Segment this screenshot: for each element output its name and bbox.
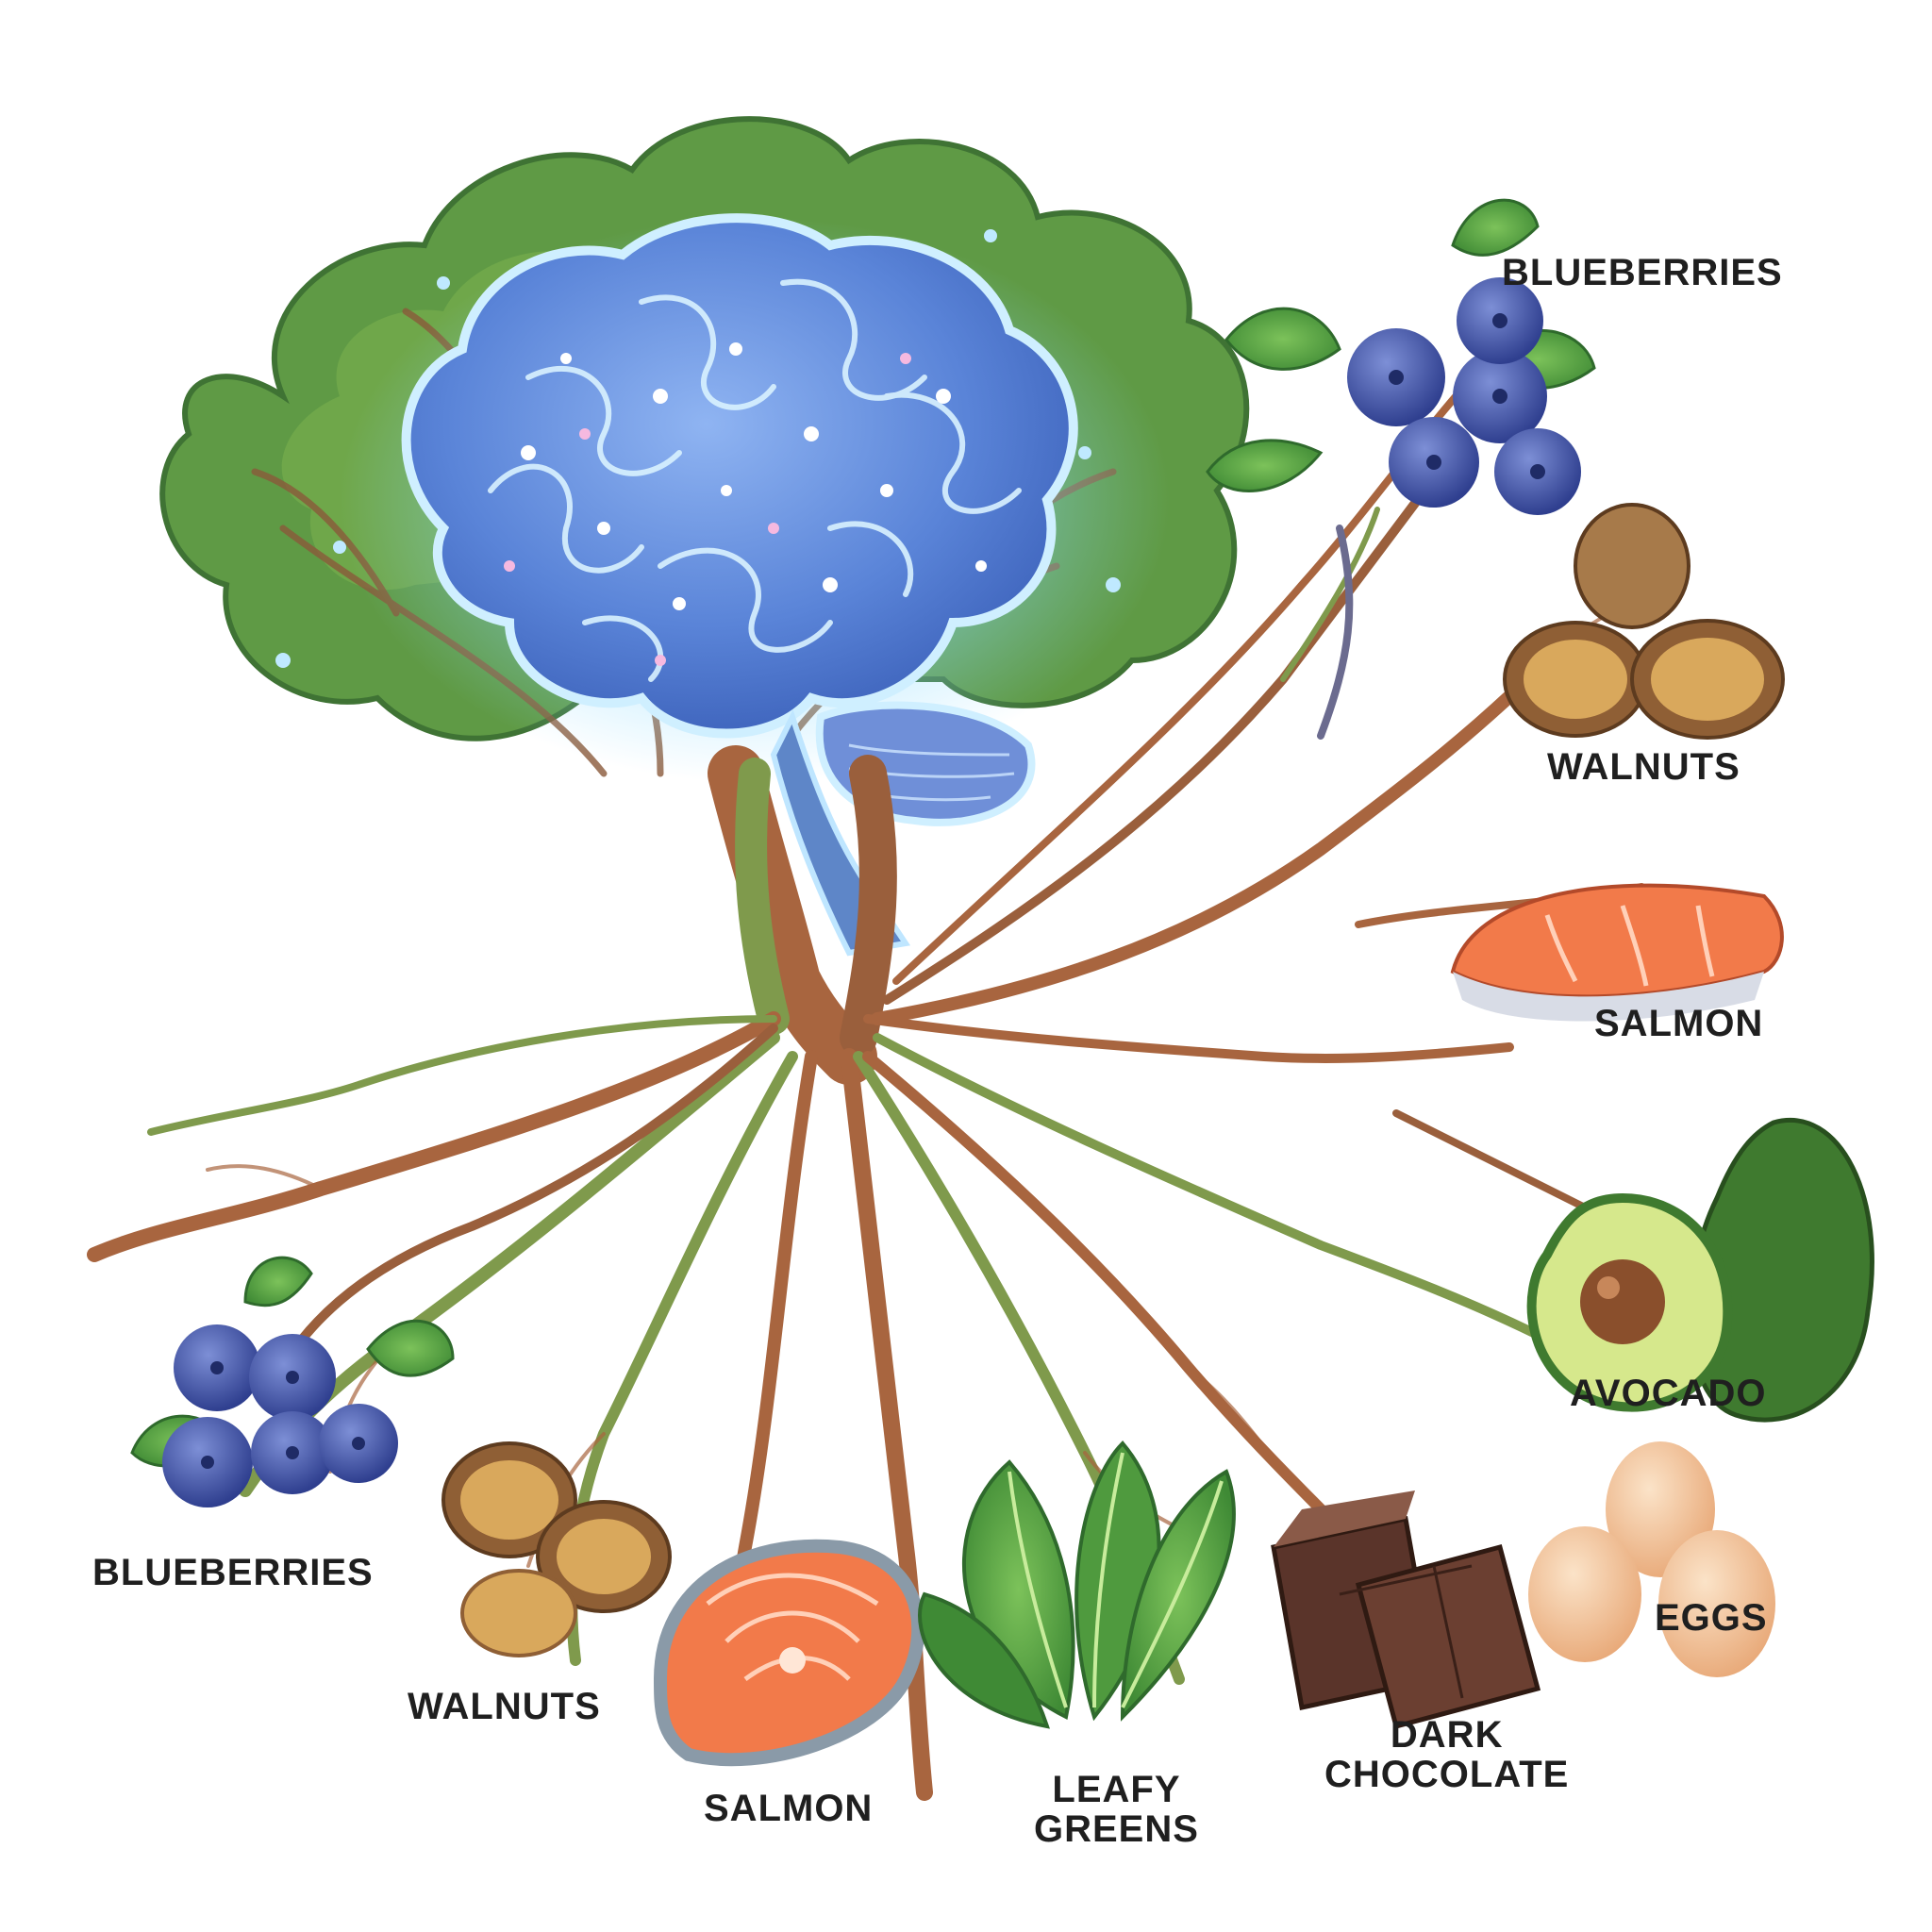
blueberries-icon	[130, 1256, 455, 1507]
salmon-fillet-icon	[1450, 883, 1784, 1022]
label-right-blueberries: BLUEBERRIES	[1502, 252, 1783, 293]
glowing-brain	[275, 213, 1170, 957]
leafy-greens-icon	[918, 1441, 1236, 1729]
label-right-walnuts: WALNUTS	[1547, 746, 1740, 788]
label-dark-chocolate-line2: CHOCOLATE	[1324, 1754, 1570, 1795]
label-leafy-greens-line2: GREENS	[1034, 1808, 1199, 1850]
walnuts-icon	[1503, 503, 1785, 740]
dark-chocolate-icon	[1271, 1491, 1541, 1730]
label-dark-chocolate: DARK CHOCOLATE	[1324, 1715, 1569, 1794]
eggs-icon	[1528, 1441, 1775, 1677]
label-leafy-greens-line1: LEAFY	[1052, 1769, 1181, 1810]
label-salmon-steak: SALMON	[704, 1788, 874, 1829]
label-right-eggs: EGGS	[1655, 1597, 1768, 1639]
label-right-salmon: SALMON	[1594, 1003, 1764, 1044]
label-right-avocado: AVOCADO	[1570, 1373, 1767, 1414]
salmon-steak-icon	[653, 1539, 925, 1767]
walnuts-icon	[441, 1441, 672, 1657]
tree-trunk-and-roots	[87, 355, 1662, 1801]
label-left-walnuts: WALNUTS	[408, 1686, 601, 1727]
blueberries-icon	[1206, 198, 1596, 515]
label-left-blueberries: BLUEBERRIES	[92, 1552, 374, 1593]
avocado-icon	[1526, 1118, 1874, 1423]
label-dark-chocolate-line1: DARK	[1390, 1714, 1504, 1756]
label-leafy-greens: LEAFY GREENS	[1034, 1770, 1199, 1849]
